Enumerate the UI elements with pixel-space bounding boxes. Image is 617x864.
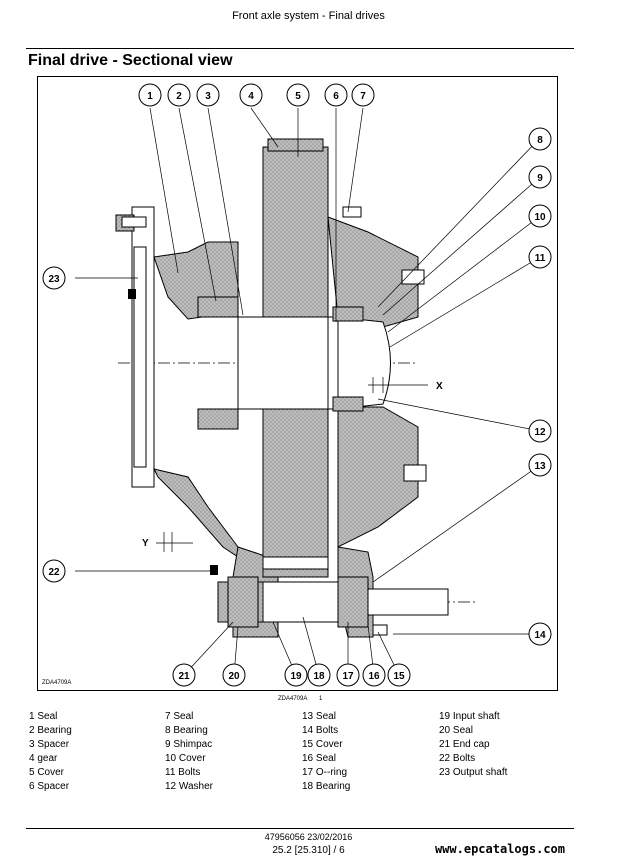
legend-item: 4 gear	[29, 753, 58, 764]
watermark-url: www.epcatalogs.com	[434, 842, 565, 856]
callout-18: 18	[313, 671, 325, 682]
callout-22: 22	[48, 567, 60, 578]
legend-item: 19 Input shaft	[439, 711, 500, 722]
legend-item: 9 Shimpac	[165, 739, 213, 750]
legend-item: 17 O--ring	[302, 767, 348, 778]
dimension-y-label: Y	[142, 538, 149, 549]
figure-caption: ZDA4709A 1	[278, 696, 332, 702]
callout-15: 15	[393, 671, 405, 682]
callout-12: 12	[534, 427, 546, 438]
legend-item: 5 Cover	[29, 767, 65, 778]
dimension-x-label: X	[436, 381, 443, 392]
callout-11: 11	[535, 253, 546, 264]
callout-6: 6	[333, 91, 339, 102]
callout-16: 16	[368, 671, 380, 682]
callout-17: 17	[342, 671, 354, 682]
footer-rule	[26, 828, 574, 829]
callout-8: 8	[537, 135, 543, 146]
section-title: Final drive - Sectional view	[28, 52, 233, 69]
legend-item: 10 Cover	[165, 753, 206, 764]
legend-item: 7 Seal	[165, 711, 194, 722]
callout-14: 14	[534, 630, 546, 641]
caption-number: 1	[319, 696, 323, 702]
legend-item: 20 Seal	[439, 725, 473, 736]
callout-20: 20	[228, 671, 240, 682]
caption-code: ZDA4709A	[278, 696, 308, 702]
callout-21: 21	[178, 671, 190, 682]
parts-legend: 1 Seal 2 Bearing 3 Spacer 4 gear 5 Cover…	[29, 711, 589, 792]
legend-item: 14 Bolts	[302, 725, 339, 736]
legend-item: 2 Bearing	[29, 725, 72, 736]
header-rule	[26, 48, 574, 49]
legend-item: 3 Spacer	[29, 739, 70, 750]
final-drive-drawing: X Y 1 2 3 4 5 6 7 8 9 10 11	[42, 83, 552, 687]
callout-2: 2	[176, 91, 182, 102]
callout-19: 19	[290, 671, 302, 682]
callout-4: 4	[248, 91, 254, 102]
callout-13: 13	[534, 461, 546, 472]
legend-item: 12 Washer	[165, 781, 213, 792]
footer-page-number: 25.2 [25.310] / 6	[272, 845, 345, 856]
legend-item: 13 Seal	[302, 711, 336, 722]
legend-item: 8 Bearing	[165, 725, 208, 736]
callout-5: 5	[295, 91, 301, 102]
legend-item: 22 Bolts	[439, 753, 476, 764]
callout-7: 7	[360, 91, 366, 102]
legend-item: 23 Output shaft	[439, 767, 508, 778]
footer-document-number: 47956056 23/02/2016	[264, 832, 353, 842]
callout-23: 23	[48, 274, 60, 285]
callout-9: 9	[537, 173, 543, 184]
legend-item: 11 Bolts	[165, 767, 201, 778]
callout-1: 1	[147, 91, 153, 102]
figure-code: ZDA4709A	[42, 680, 72, 686]
legend-item: 16 Seal	[302, 753, 336, 764]
legend-item: 1 Seal	[29, 711, 58, 722]
callout-10: 10	[534, 212, 546, 223]
callout-3: 3	[205, 91, 211, 102]
sectional-view-figure: X Y 1 2 3 4 5 6 7 8 9 10 11	[37, 76, 558, 691]
legend-item: 21 End cap	[439, 739, 490, 750]
legend-item: 6 Spacer	[29, 781, 70, 792]
legend-item: 15 Cover	[302, 739, 343, 750]
running-header: Front axle system - Final drives	[232, 10, 385, 22]
legend-item: 18 Bearing	[302, 781, 351, 792]
